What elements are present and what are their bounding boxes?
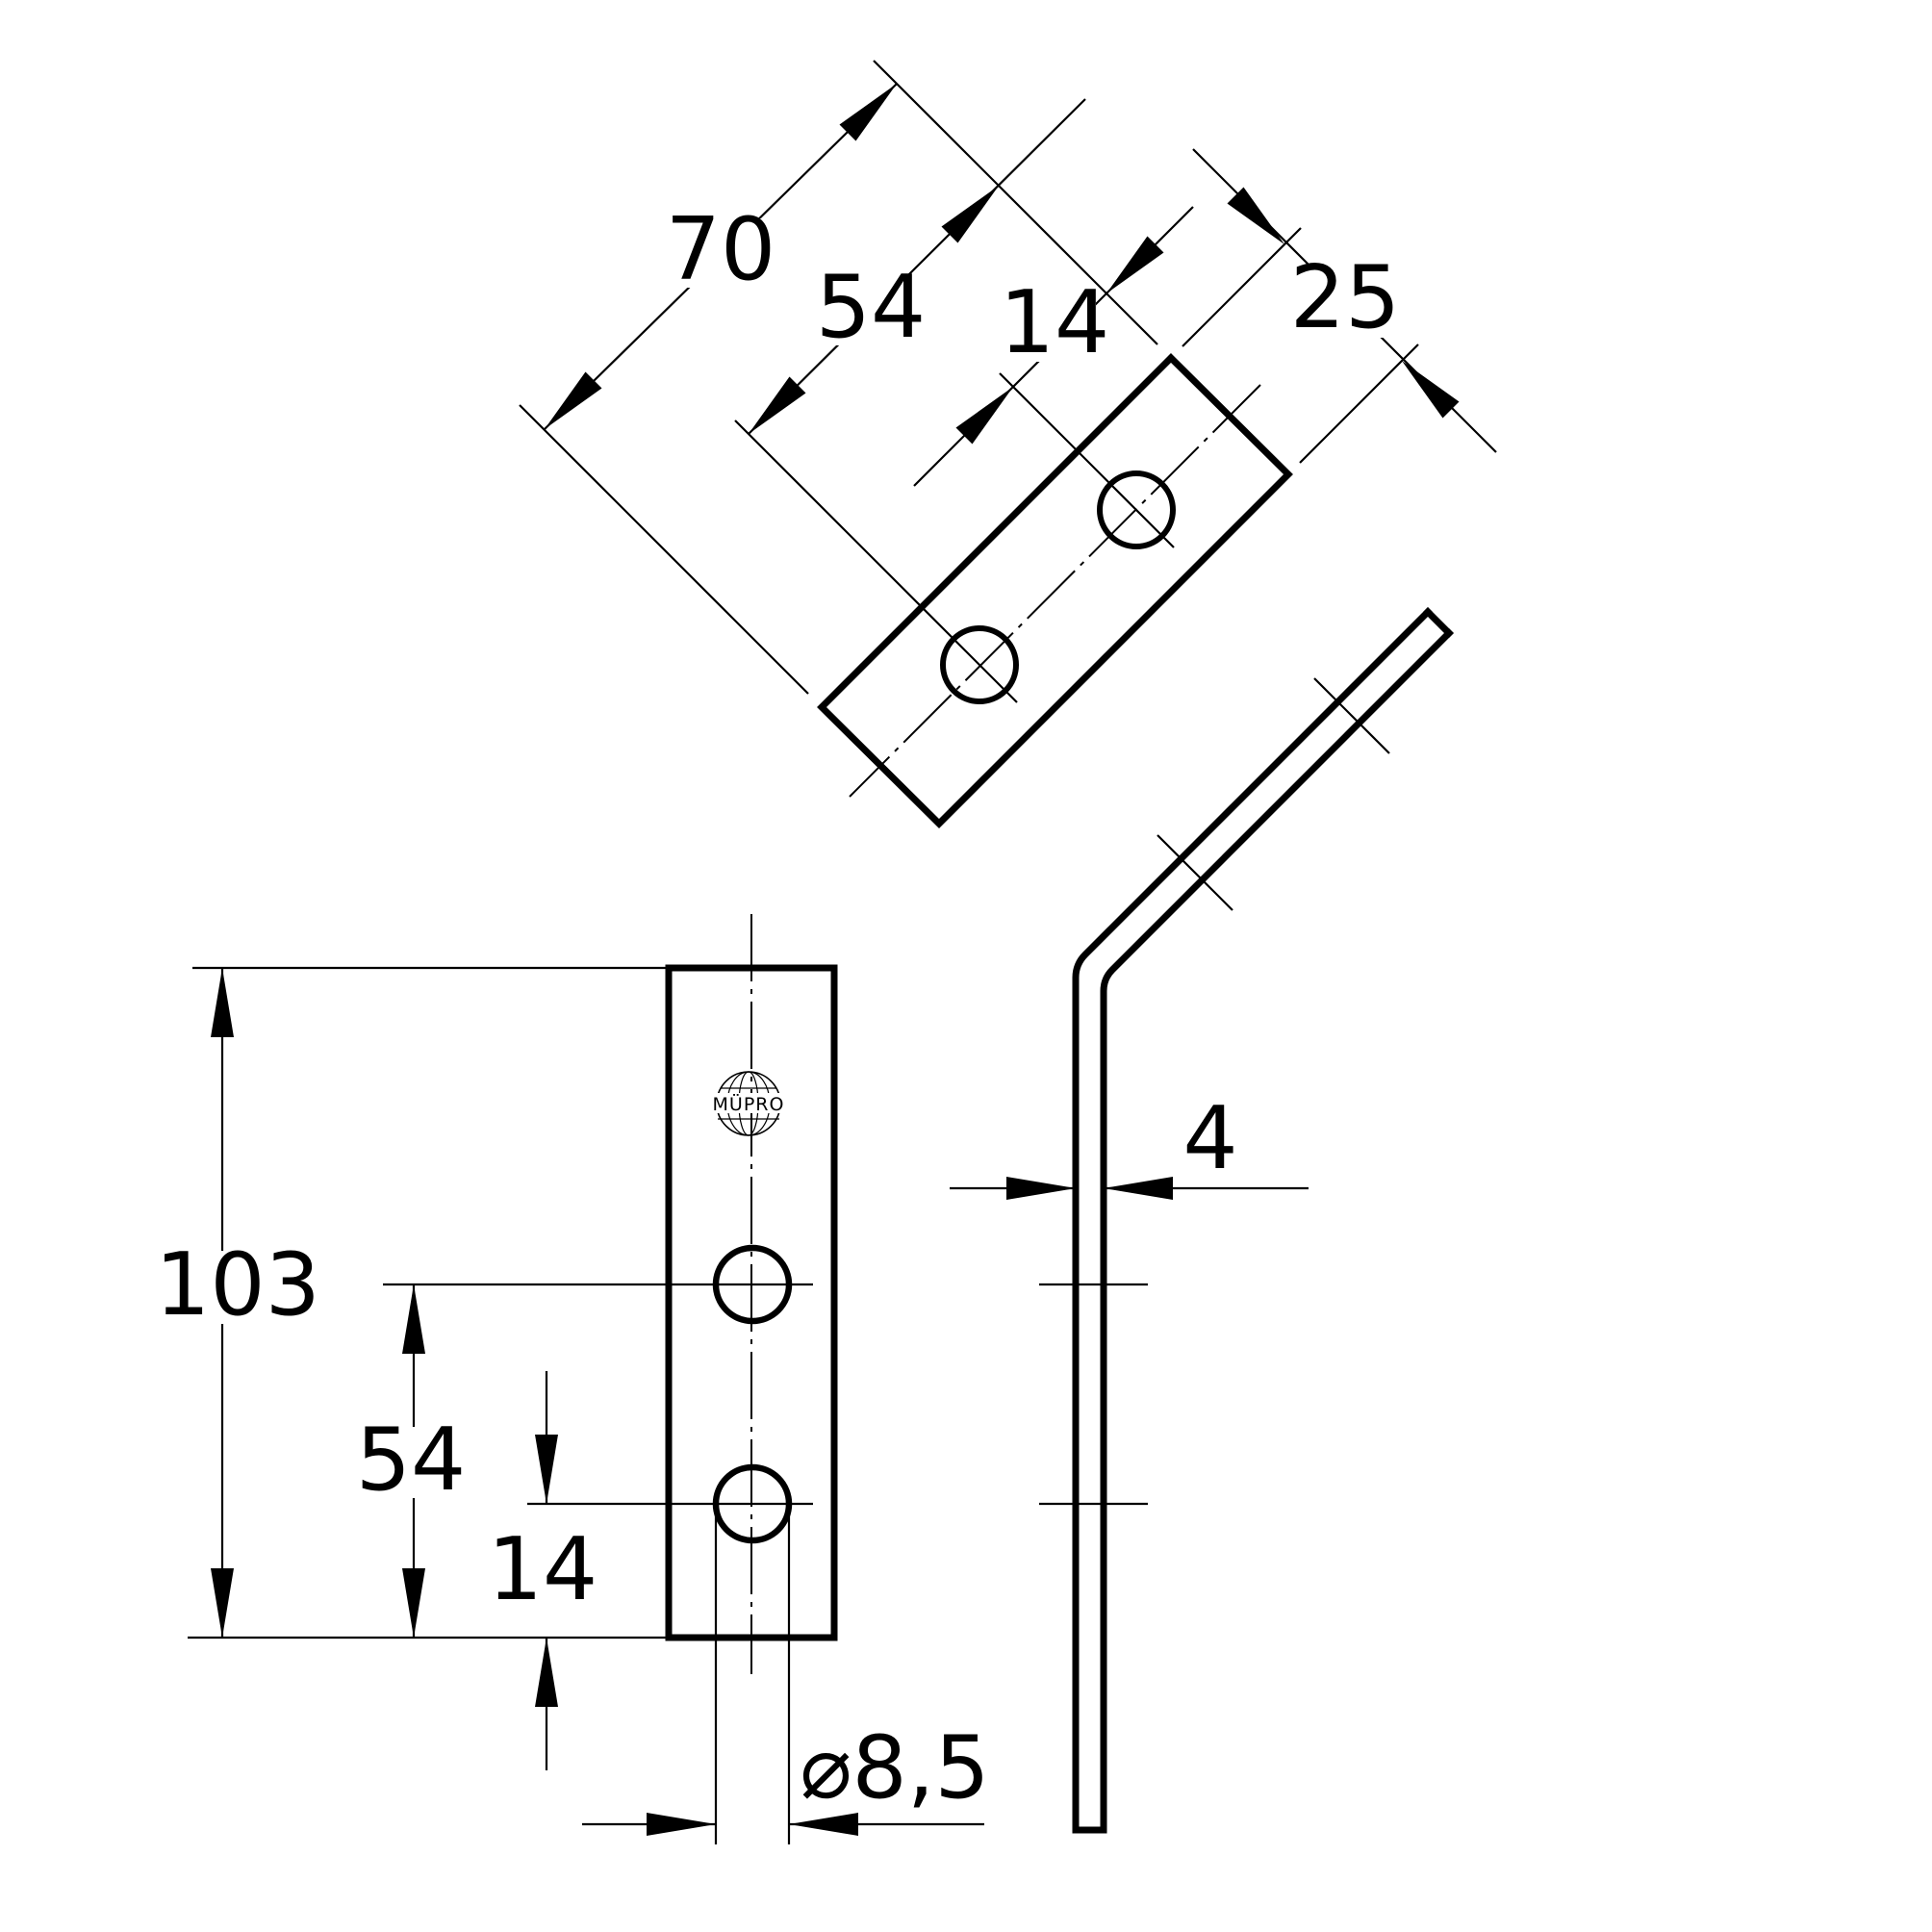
dim-hole-diameter: ⌀8,5 <box>582 1717 990 1836</box>
top-view-hole-near <box>1097 470 1176 549</box>
ext-line-hole-far <box>734 419 1018 703</box>
side-tick-hole-near <box>1313 677 1390 754</box>
ext-line-hole-near <box>999 372 1175 548</box>
dim-top-width: 25 <box>1192 148 1497 453</box>
side-view-outer-edge <box>1072 607 1433 1834</box>
dim-label-diameter: ⌀8,5 <box>800 1717 989 1818</box>
front-view-plate-outline <box>665 964 838 1641</box>
dim-label-54-front: 54 <box>356 1410 467 1511</box>
top-view-plate-outline <box>817 353 1293 828</box>
dim-thickness: 4 <box>950 1088 1309 1200</box>
dim-front-hole-far: 54 <box>354 1284 470 1638</box>
dim-top-hole-near: 14 <box>913 206 1194 487</box>
ext-line-width-a <box>1182 227 1302 347</box>
top-view-hole-far <box>940 625 1019 704</box>
dim-label-14-front: 14 <box>488 1519 598 1620</box>
ext-line-width-b <box>1299 343 1419 464</box>
dim-top-total-length: 70 <box>544 83 898 430</box>
dim-label-4: 4 <box>1182 1088 1237 1189</box>
dim-label-54-top: 54 <box>816 257 927 358</box>
top-view: 70 54 14 25 <box>519 60 1497 828</box>
dim-front-total-height: 103 <box>146 968 331 1638</box>
side-view: 4 <box>950 607 1454 1834</box>
front-view: MÜPRO 103 54 <box>146 914 990 1844</box>
side-tick-hole-far <box>1157 834 1233 911</box>
dim-label-70: 70 <box>666 199 776 300</box>
side-view-inner-edge <box>1100 628 1454 1834</box>
top-view-axis-centerline <box>849 384 1261 798</box>
side-view-top-end <box>1423 607 1454 638</box>
mupro-logo-text: MÜPRO <box>713 1093 785 1115</box>
ext-line-corner-d <box>519 404 809 695</box>
mupro-globe-logo: MÜPRO <box>713 1071 785 1136</box>
ext-line-corner-a <box>873 60 1158 345</box>
dim-top-hole-far: 54 <box>748 98 1086 435</box>
dim-label-25: 25 <box>1290 247 1401 348</box>
dim-label-14-top: 14 <box>1000 272 1110 373</box>
dim-front-hole-near: 14 <box>488 1371 598 1770</box>
dim-label-103: 103 <box>155 1234 320 1335</box>
